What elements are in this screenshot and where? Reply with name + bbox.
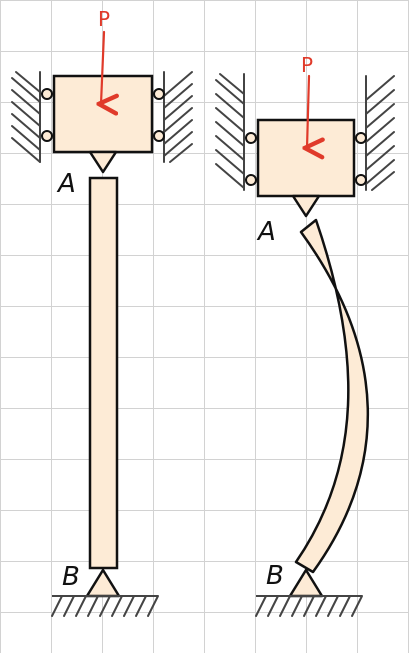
roller-icon xyxy=(153,88,165,100)
right-figure: P A B xyxy=(215,53,395,617)
left-ground-hatch xyxy=(51,595,159,617)
right-force-label: P xyxy=(301,53,313,77)
roller-icon xyxy=(41,130,53,142)
roller-icon xyxy=(355,174,367,186)
left-force-arrow xyxy=(101,30,104,104)
roller-icon xyxy=(245,174,257,186)
right-buckled-column xyxy=(294,218,369,574)
right-label-b: B xyxy=(266,561,284,591)
left-figure: P A B xyxy=(11,7,193,617)
roller-icon xyxy=(41,88,53,100)
right-label-a: A xyxy=(256,217,276,247)
right-top-pin xyxy=(291,194,321,218)
left-wall-left xyxy=(11,71,41,163)
left-bottom-pin xyxy=(85,568,121,598)
left-label-b: B xyxy=(62,562,80,592)
left-load-block xyxy=(52,74,154,154)
right-wall-left xyxy=(215,73,245,191)
left-wall-right xyxy=(163,71,193,163)
right-wall-right xyxy=(365,75,395,191)
roller-icon xyxy=(355,132,367,144)
left-top-pin xyxy=(88,150,118,174)
roller-icon xyxy=(245,132,257,144)
left-column xyxy=(88,176,119,570)
right-force-arrow xyxy=(307,74,309,148)
right-load-block xyxy=(256,118,356,198)
left-force-label: P xyxy=(98,7,110,31)
left-label-a: A xyxy=(56,169,76,199)
right-ground-hatch xyxy=(255,595,363,617)
roller-icon xyxy=(153,130,165,142)
right-bottom-pin xyxy=(288,568,324,598)
